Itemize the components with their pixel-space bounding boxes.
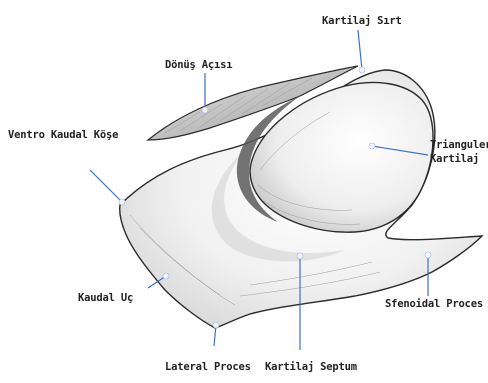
label-kaudal-uc: Kaudal Uç [78,292,133,304]
label-donus-acisi: Dönüş Açısı [165,59,232,71]
label-lateral-proces: Lateral Proces [165,361,251,373]
label-trianguler: Trianguler [430,139,488,151]
label-sfenoidal-proces: Sfenoidal Proces [385,298,483,310]
label-kartilaj-septum: Kartilaj Septum [265,361,357,373]
label-kartilaj-sirt: Kartilaj Sırt [322,15,402,27]
label-ventro-kaudal-kose: Ventro Kaudal Köşe [8,129,118,141]
label-kartilaj: Kartilaj [430,153,479,165]
